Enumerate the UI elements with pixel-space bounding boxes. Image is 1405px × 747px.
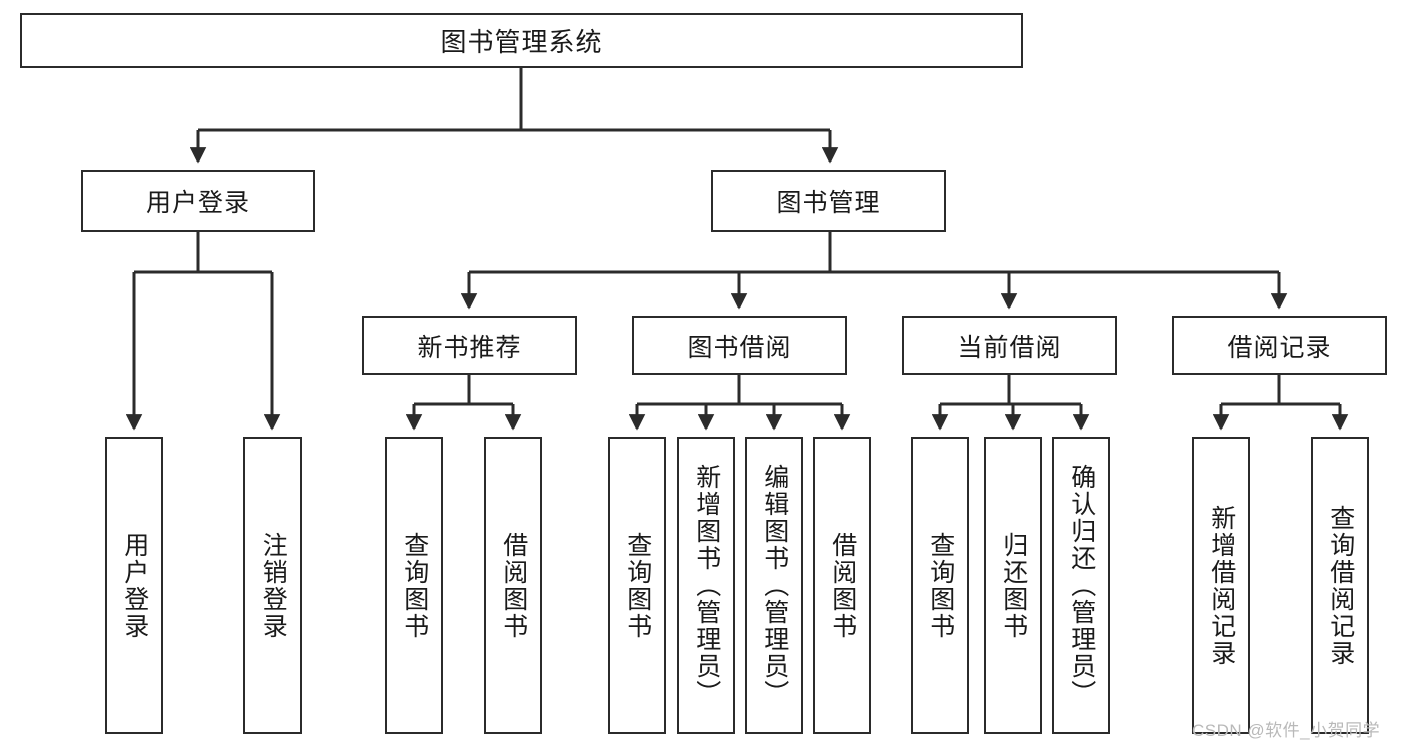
node-leaf-add-book-admin[interactable]: 新增图书（管理员） [677,437,735,734]
leaf-label: 查询图书 [926,531,955,640]
node-current-borrow[interactable]: 当前借阅 [902,316,1117,375]
node-root[interactable]: 图书管理系统 [20,13,1023,68]
node-book-borrow[interactable]: 图书借阅 [632,316,847,375]
node-leaf-query-borrow-record[interactable]: 查询借阅记录 [1311,437,1369,734]
node-leaf-borrow-book[interactable]: 借阅图书 [813,437,871,734]
node-leaf-logout[interactable]: 注销登录 [243,437,302,734]
leaf-label: 编辑图书（管理员） [760,464,789,707]
node-leaf-edit-book-admin[interactable]: 编辑图书（管理员） [745,437,803,734]
node-leaf-query-book-recommend[interactable]: 查询图书 [385,437,443,734]
node-leaf-query-book-current[interactable]: 查询图书 [911,437,969,734]
node-book-management[interactable]: 图书管理 [711,170,946,232]
csdn-watermark: CSDN @软件_小贺同学 [1192,721,1381,740]
leaf-label: 借阅图书 [499,531,528,640]
leaf-label: 新增借阅记录 [1207,504,1236,667]
node-leaf-query-book[interactable]: 查询图书 [608,437,666,734]
node-leaf-confirm-return-admin[interactable]: 确认归还（管理员） [1052,437,1110,734]
leaf-label: 确认归还（管理员） [1067,464,1096,707]
node-borrow-record[interactable]: 借阅记录 [1172,316,1387,375]
leaf-label: 新增图书（管理员） [692,464,721,707]
node-leaf-return-book[interactable]: 归还图书 [984,437,1042,734]
node-leaf-add-borrow-record[interactable]: 新增借阅记录 [1192,437,1250,734]
leaf-label: 查询借阅记录 [1326,504,1355,667]
node-leaf-borrow-book-recommend[interactable]: 借阅图书 [484,437,542,734]
leaf-label: 借阅图书 [828,531,857,640]
leaf-label: 用户登录 [120,531,149,640]
node-user-login[interactable]: 用户登录 [81,170,315,232]
leaf-label: 查询图书 [400,531,429,640]
leaf-label: 归还图书 [999,531,1028,640]
leaf-label: 注销登录 [259,531,288,640]
leaf-label: 查询图书 [623,531,652,640]
node-new-book-recommend[interactable]: 新书推荐 [362,316,577,375]
node-leaf-user-login[interactable]: 用户登录 [105,437,163,734]
